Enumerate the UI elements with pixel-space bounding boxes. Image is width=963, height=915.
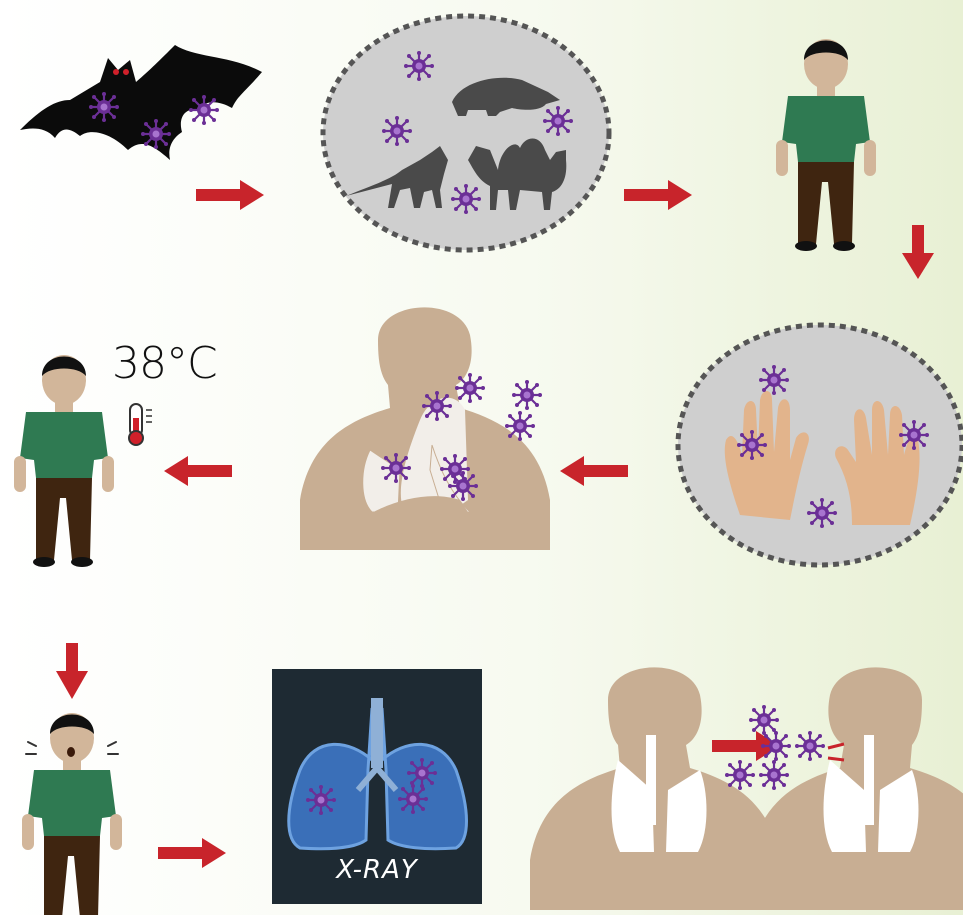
- animal-bubble: [323, 16, 609, 250]
- virus-icon: [807, 498, 837, 528]
- virus-icon: [141, 119, 171, 149]
- transmission-scene: [530, 667, 963, 910]
- temperature-label: 38°C: [112, 338, 217, 389]
- person-icon: [776, 39, 876, 251]
- coughing-person-icon: [300, 307, 550, 550]
- virus-icon: [737, 430, 767, 460]
- person-icon: [14, 355, 114, 567]
- arrow-icon: [196, 180, 264, 210]
- arrow-icon: [902, 225, 934, 279]
- virus-icon: [407, 758, 437, 788]
- virus-icon: [899, 420, 929, 450]
- virus-icon: [382, 116, 412, 146]
- arrow-icon: [624, 180, 692, 210]
- arrow-icon: [560, 456, 628, 486]
- xray-label: X-RAY: [272, 855, 482, 885]
- arrow-icon: [164, 456, 232, 486]
- virus-icon: [451, 184, 481, 214]
- virus-icon: [759, 365, 789, 395]
- bat-icon: [20, 45, 262, 160]
- virus-icon: [89, 92, 119, 122]
- virus-icon: [749, 705, 779, 735]
- virus-icon: [512, 380, 542, 410]
- virus-icon: [759, 760, 789, 790]
- virus-icon: [795, 731, 825, 761]
- virus-icon: [505, 411, 535, 441]
- virus-icon: [398, 784, 428, 814]
- virus-icon: [189, 95, 219, 125]
- person-icon: [22, 713, 122, 915]
- virus-icon: [422, 391, 452, 421]
- arrow-icon: [56, 643, 88, 699]
- arrow-icon: [158, 838, 226, 868]
- virus-icon: [381, 453, 411, 483]
- virus-icon: [448, 471, 478, 501]
- virus-icon: [543, 106, 573, 136]
- virus-icon: [455, 373, 485, 403]
- virus-icon: [725, 760, 755, 790]
- virus-icon: [761, 731, 791, 761]
- virus-icon: [404, 51, 434, 81]
- virus-icon: [306, 785, 336, 815]
- hands-bubble: [678, 325, 962, 565]
- thermometer-icon: [129, 404, 152, 445]
